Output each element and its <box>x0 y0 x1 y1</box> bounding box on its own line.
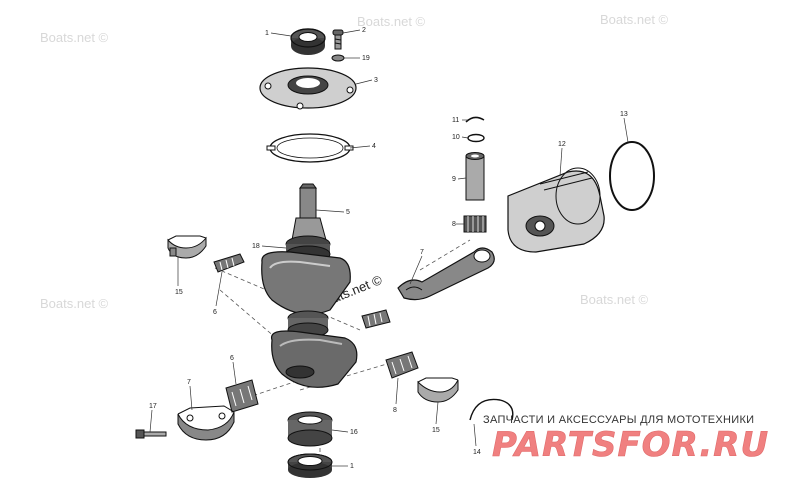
callout-label: 11 <box>452 117 459 124</box>
callout-label: 6 <box>213 309 217 316</box>
callout-label: 3 <box>374 77 378 84</box>
piston-pin <box>465 152 485 201</box>
retainer-plate <box>259 67 357 110</box>
callout-label: 16 <box>350 429 358 436</box>
crankshaft <box>261 183 358 388</box>
callout-label: 13 <box>620 111 628 118</box>
piston <box>507 167 605 253</box>
piston-pin-clip <box>465 116 485 123</box>
callout-label: 8 <box>452 221 456 228</box>
callout-label: 5 <box>346 209 350 216</box>
brand-banner: ЗАПЧАСТИ И АКСЕССУАРЫ ДЛЯ МОТОТЕХНИКИ PA… <box>483 414 769 465</box>
callout-label: 15 <box>175 289 183 296</box>
callout-label: 12 <box>558 141 566 148</box>
callout-label: 17 <box>149 403 157 410</box>
washer-pin <box>467 133 485 143</box>
screw-small <box>332 29 344 50</box>
callout-label: 18 <box>252 243 260 250</box>
rod-cap <box>177 405 235 441</box>
watermark-text: Boats.net © <box>40 296 109 311</box>
bearing-shell-right <box>417 377 459 403</box>
callout-label: 8 <box>393 407 397 414</box>
callout-label: 19 <box>362 55 370 62</box>
needle-bearing-right <box>361 309 391 329</box>
snap-ring <box>469 398 514 421</box>
roller-bearing-bottom <box>287 411 333 447</box>
callout-label: 1 <box>265 30 269 37</box>
callout-label: 14 <box>473 449 481 456</box>
callout-labels: 1 2 19 3 4 5 18 15 6 7 11 10 9 8 12 13 7… <box>149 27 628 470</box>
gasket <box>266 133 354 163</box>
piston-ring <box>609 141 655 211</box>
watermark-text: Boats.net © <box>357 14 426 29</box>
watermark-text: Boats.net © <box>600 12 669 27</box>
needle-bearing-lower-left <box>225 379 259 413</box>
callout-label: 7 <box>187 379 191 386</box>
lockwasher <box>331 54 345 62</box>
rod-screw <box>135 429 167 439</box>
watermark-text: Boats.net © <box>40 30 109 45</box>
bearing-shell-left <box>167 235 207 259</box>
needle-bearing-left <box>213 253 245 273</box>
callout-label: 15 <box>432 427 440 434</box>
callout-label: 7 <box>420 249 424 256</box>
callout-label: 6 <box>230 355 234 362</box>
seal-bottom <box>287 453 333 478</box>
seal-top <box>290 28 326 55</box>
leader-lines <box>149 29 629 467</box>
callout-label: 9 <box>452 176 456 183</box>
needle-bearing-lower-right <box>385 351 419 379</box>
watermarks: Boats.net © Boats.net © Boats.net © Boat… <box>40 12 669 312</box>
watermark-text: Boats.net © <box>580 292 649 307</box>
callout-label: 2 <box>362 27 366 34</box>
pin-needle-bearing <box>463 215 487 233</box>
callout-label: 1 <box>350 463 354 470</box>
banner-brand: PARTSFOR.RU <box>492 425 769 465</box>
connecting-rod <box>397 247 495 301</box>
callout-label: 4 <box>372 143 376 150</box>
banner-subtitle: ЗАПЧАСТИ И АКСЕССУАРЫ ДЛЯ МОТОТЕХНИКИ <box>483 414 754 426</box>
callout-label: 10 <box>452 134 460 141</box>
